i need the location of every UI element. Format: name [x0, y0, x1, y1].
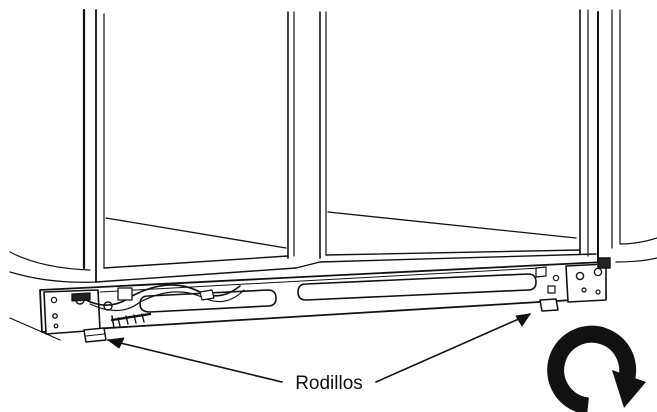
- rotate-clockwise-arrow-icon: [547, 325, 646, 412]
- left-door: [9, 8, 297, 283]
- water-lines: [85, 284, 245, 329]
- left-roller: [83, 327, 107, 343]
- left-bracket: [43, 289, 113, 335]
- right-door: [295, 9, 657, 269]
- callout-arrows: [107, 313, 531, 383]
- right-bracket: [535, 257, 611, 303]
- kick-plate: [9, 261, 607, 341]
- rollers-label: Rodillos: [295, 373, 363, 394]
- right-roller: [539, 298, 559, 312]
